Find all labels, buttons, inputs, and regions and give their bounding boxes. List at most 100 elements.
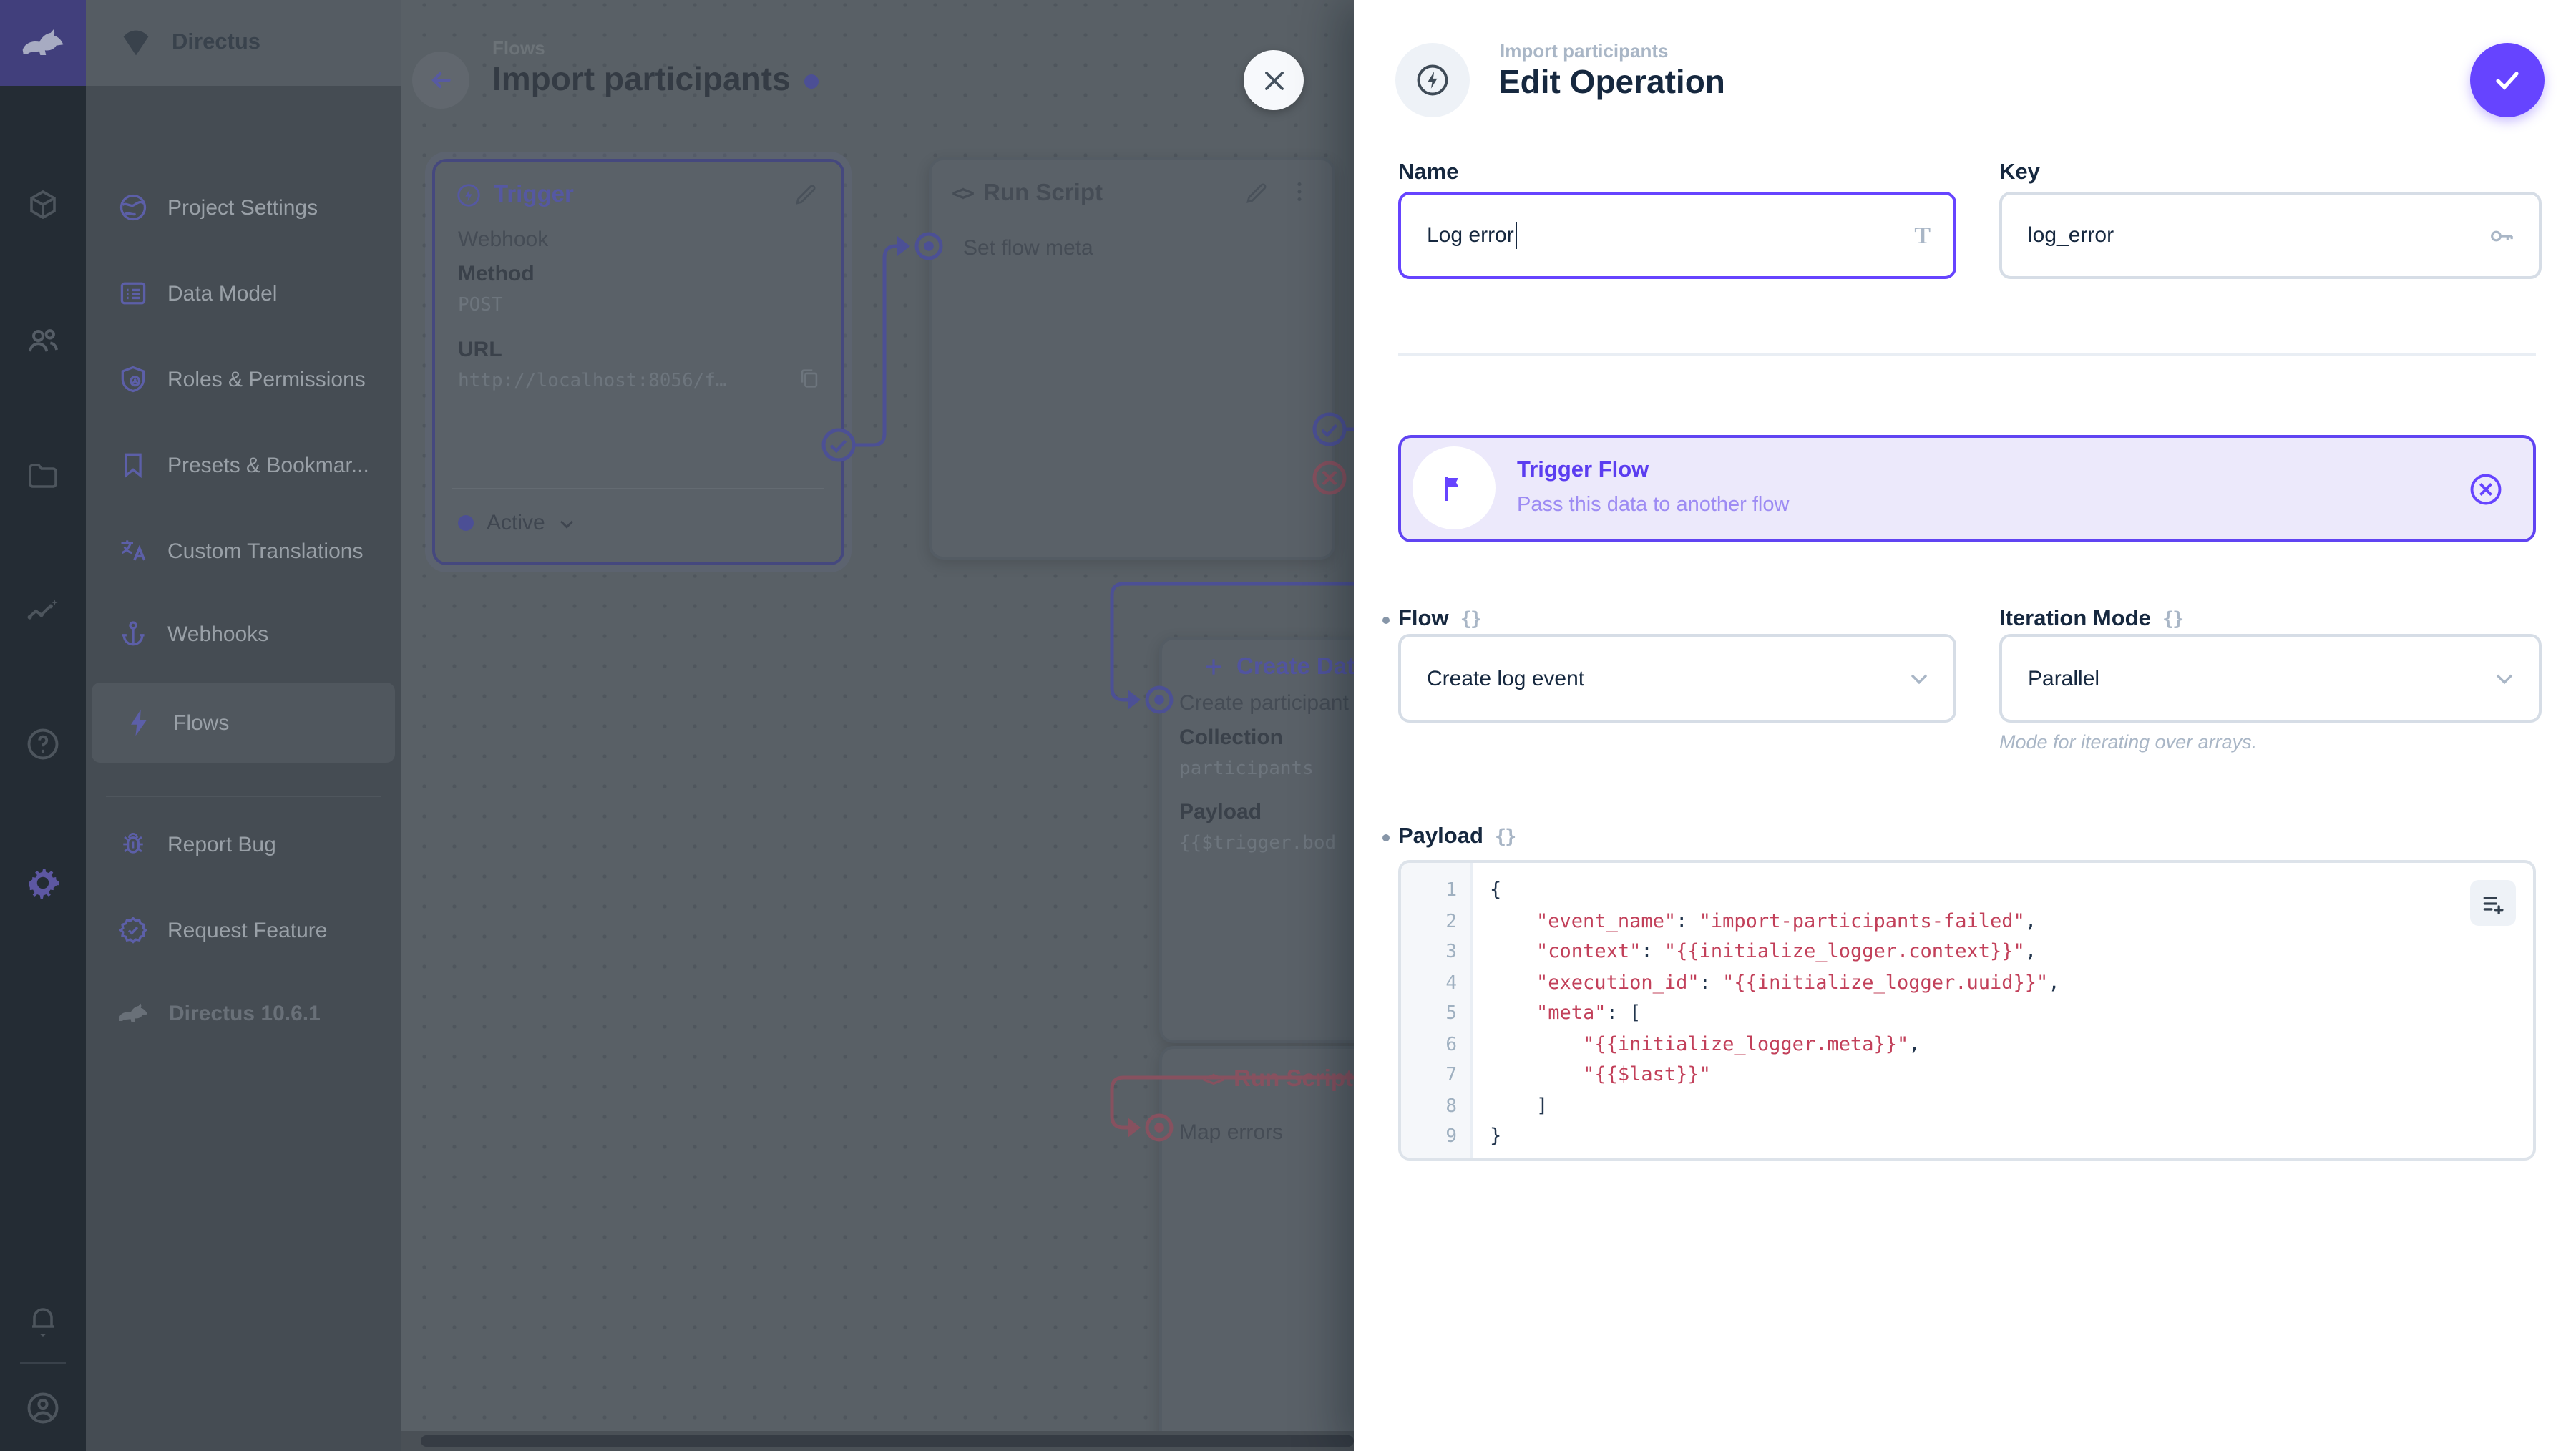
create-data-panel[interactable]: Create Data Create participant Collectio… — [1159, 637, 1354, 1043]
bug-icon — [123, 833, 143, 854]
kebab-menu-icon[interactable] — [1287, 179, 1312, 205]
sidebar-item-webhooks[interactable]: Webhooks — [86, 594, 401, 674]
save-done-button[interactable] — [2470, 43, 2545, 117]
trigger-panel-title: Trigger — [494, 181, 574, 207]
sidebar-item-label: Request Feature — [167, 918, 328, 942]
scrollbar-thumb[interactable] — [421, 1435, 1354, 1447]
module-users[interactable] — [0, 309, 86, 372]
braces-icon: {} — [1460, 608, 1483, 631]
back-button[interactable] — [412, 52, 469, 109]
name-label: Name — [1398, 160, 1459, 185]
sidebar-item-label: Webhooks — [167, 622, 269, 646]
trigger-status-toggle[interactable]: Active — [458, 511, 578, 535]
iteration-label-text: Iteration Mode — [1999, 607, 2151, 631]
project-chooser[interactable]: Directus — [86, 0, 401, 86]
banner-title: Trigger Flow — [1517, 458, 1649, 482]
flow-label: Flow {} — [1382, 607, 1483, 632]
interface-options-button[interactable] — [2470, 880, 2516, 926]
flow-select[interactable]: Create log event — [1398, 634, 1956, 723]
user-avatar[interactable] — [0, 1377, 86, 1440]
arrow-left-icon — [431, 72, 451, 89]
deselect-circle-x-icon[interactable] — [2467, 471, 2504, 508]
code-angle-icon: <> — [952, 180, 975, 206]
check-icon — [2496, 72, 2519, 90]
module-help[interactable] — [0, 713, 86, 776]
flow-select-value: Create log event — [1427, 666, 1585, 690]
status-label: Active — [487, 511, 545, 535]
translate-icon — [121, 540, 146, 561]
sidebar-item-report-bug[interactable]: Report Bug — [86, 804, 401, 884]
method-value: POST — [458, 295, 503, 316]
trigger-panel[interactable]: Trigger Webhook Method POST URL http://l… — [432, 159, 844, 565]
bolt-circle-icon — [457, 183, 480, 206]
badge-check-icon — [119, 917, 147, 944]
rabbit-icon — [119, 1003, 147, 1022]
edit-operation-drawer: Import participants Edit Operation Name … — [1354, 0, 2576, 1451]
canvas-horizontal-scrollbar[interactable] — [401, 1431, 1354, 1451]
braces-icon: {} — [2162, 608, 2185, 631]
resolve-attachment-icon — [821, 412, 1347, 462]
bolt-circle-icon — [1417, 64, 1448, 96]
operation-name: Create participant — [1179, 691, 1349, 715]
run-script-panel[interactable]: <> Run Script Set flow meta — [929, 157, 1335, 560]
drawer-title: Edit Operation — [1498, 63, 1725, 100]
sidebar-item-request-feature[interactable]: Request Feature — [86, 890, 401, 970]
sidebar-item-label: Presets & Bookmar... — [167, 453, 369, 477]
bolt-icon — [131, 709, 147, 736]
copy-icon[interactable] — [797, 366, 821, 391]
notifications-bell[interactable] — [0, 1291, 86, 1354]
project-icon — [123, 30, 149, 56]
directus-logo[interactable] — [0, 0, 86, 86]
canvas-breadcrumb[interactable]: Flows — [492, 37, 545, 59]
required-dot — [1382, 617, 1390, 624]
sidebar-item-custom-translations[interactable]: Custom Translations — [86, 511, 401, 591]
box-icon — [30, 190, 56, 220]
iteration-select-value: Parallel — [2028, 666, 2100, 690]
sidebar-item-project-settings[interactable]: Project Settings — [86, 167, 401, 248]
module-insights[interactable] — [0, 580, 86, 643]
flow-canvas[interactable]: Flows Import participants Trigger Webhoo… — [401, 0, 1354, 1451]
close-drawer-button[interactable] — [1244, 50, 1304, 110]
payload-code-lines[interactable]: { "event_name": "import-participants-fai… — [1490, 879, 2060, 1148]
trigger-flow-banner[interactable]: Trigger Flow Pass this data to another f… — [1398, 435, 2536, 542]
sidebar-item-roles-permissions[interactable]: Roles & Permissions — [86, 339, 401, 419]
version-label: Directus 10.6.1 — [169, 1001, 321, 1025]
sidebar-item-label: Data Model — [167, 281, 278, 306]
key-icon — [2491, 230, 2513, 241]
module-collections[interactable] — [0, 173, 86, 236]
edit-pencil-icon[interactable] — [793, 182, 819, 207]
iteration-mode-select[interactable]: Parallel — [1999, 634, 2542, 723]
operation-name: Set flow meta — [963, 236, 1093, 260]
status-dot — [458, 515, 474, 531]
sidebar-item-label: Flows — [173, 710, 230, 735]
operation-type-icon-button — [1395, 43, 1470, 117]
chevron-down-icon — [1911, 674, 1928, 685]
key-input[interactable]: log_error — [1999, 192, 2542, 279]
sidebar-item-flows[interactable]: Flows — [92, 683, 395, 763]
payload-label: Payload — [1179, 800, 1262, 824]
title-format-icon: T — [1914, 221, 1931, 248]
people-icon — [28, 329, 58, 352]
name-input[interactable]: Log error T — [1398, 192, 1956, 279]
braces-icon: {} — [1494, 826, 1517, 849]
sidebar-item-label: Project Settings — [167, 195, 318, 220]
sidebar-item-presets-bookmarks[interactable]: Presets & Bookmar... — [86, 425, 401, 505]
collection-label: Collection — [1179, 726, 1284, 750]
list-alt-icon — [120, 282, 146, 305]
panel-divider — [452, 488, 824, 489]
key-value: log_error — [2028, 223, 2114, 248]
url-label: URL — [458, 338, 502, 362]
folder-icon — [29, 464, 57, 488]
sidebar-item-data-model[interactable]: Data Model — [86, 253, 401, 333]
module-bar — [0, 0, 86, 1451]
module-files[interactable] — [0, 445, 86, 508]
flow-connectors — [821, 232, 1354, 1142]
plus-icon — [1206, 659, 1221, 675]
close-icon — [1264, 71, 1283, 89]
module-settings-active[interactable] — [0, 851, 86, 914]
map-errors-panel[interactable]: <> Run Script Map errors — [1159, 1046, 1354, 1451]
edit-pencil-icon[interactable] — [1244, 180, 1269, 206]
banner-subtitle: Pass this data to another flow — [1517, 494, 1790, 517]
